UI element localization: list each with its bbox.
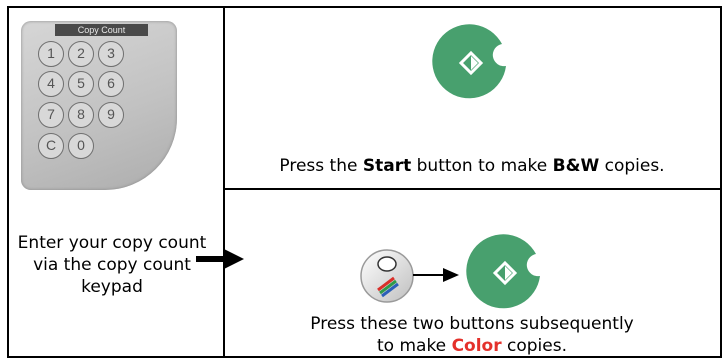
color-word: Color: [451, 336, 502, 356]
key-clear: C: [38, 133, 64, 159]
start-word: Start: [362, 156, 412, 176]
key-0: 0: [68, 133, 94, 159]
keypad-instruction: Enter your copy count via the copy count…: [17, 233, 207, 297]
key-3: 3: [98, 41, 124, 67]
start-button-icon: [432, 24, 506, 99]
key-1: 1: [38, 41, 64, 67]
key-2: 2: [68, 41, 94, 67]
key-7: 7: [38, 102, 64, 128]
bw-instruction: Press the Start button to make B&W copie…: [279, 156, 665, 176]
column-divider: [223, 8, 225, 356]
color-button-icon: [360, 249, 414, 303]
color-instruction-line2: to make Color copies.: [377, 336, 567, 356]
key-8: 8: [68, 102, 94, 128]
copy-count-keypad: Copy Count 1 2 3 4 5 6 7 8 9 C 0: [21, 21, 177, 190]
color-instruction: Press these two buttons subsequently to …: [222, 313, 722, 357]
arrow-right-icon: [196, 249, 244, 269]
key-6: 6: [98, 71, 124, 97]
instruction-table: [7, 6, 722, 358]
key-4: 4: [38, 71, 64, 97]
keypad-label: Copy Count: [55, 24, 148, 36]
start-button-icon: [466, 234, 540, 309]
color-instruction-line1: Press these two buttons subsequently: [310, 314, 634, 334]
key-5: 5: [68, 71, 94, 97]
bw-word: B&W: [552, 156, 600, 176]
row-divider: [223, 188, 720, 190]
key-9: 9: [98, 102, 124, 128]
arrow-right-small-icon: [413, 268, 459, 282]
